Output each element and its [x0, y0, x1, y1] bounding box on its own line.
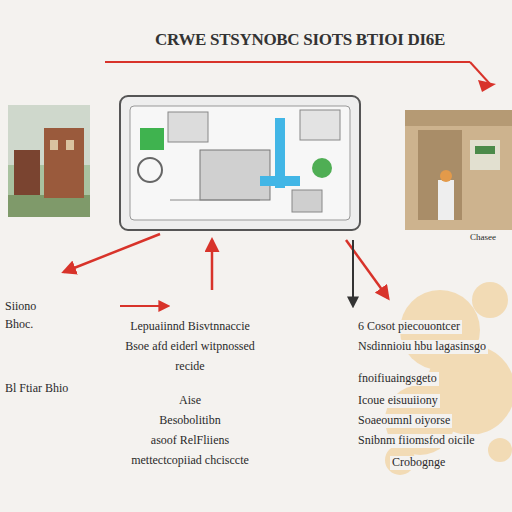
- note-text: Siiono: [3, 300, 38, 314]
- note-text: Icoue eisuuiiony: [356, 394, 440, 408]
- note-text: mettectcopiiad chcisccte: [129, 454, 251, 468]
- note-text: Nsdinnioiu hbu lagasinsgo: [356, 340, 488, 354]
- room-picture: [405, 110, 512, 230]
- building-picture: [8, 105, 90, 217]
- note-text: Snibnm fiiomsfod oicile: [356, 434, 477, 448]
- device-panel: [120, 96, 360, 230]
- note-text: Besobolitibn: [157, 414, 222, 428]
- note-text: Aise: [177, 394, 203, 408]
- note-text: Lepuaiinnd Bisvtnnaccie: [128, 320, 252, 334]
- black-arrow: [352, 240, 354, 306]
- red-arrow: [120, 305, 168, 307]
- note-text: recide: [173, 360, 206, 374]
- red-arrow: [64, 234, 160, 272]
- red-arrow: [211, 240, 214, 290]
- note-text: Soaeoumnl oiyorse: [356, 414, 452, 428]
- note-text: Bsoe afd eiderl witpnossed: [123, 340, 257, 354]
- note-text: Bl Ftiar Bhio: [3, 382, 70, 396]
- note-text: fnoifiuaingsgeto: [356, 372, 439, 386]
- title-rule: [105, 61, 470, 63]
- note-text: Crobognge: [390, 456, 447, 470]
- note-text: Bhoc.: [3, 318, 35, 332]
- arrowhead: [478, 80, 496, 92]
- picture-caption: Chasee: [468, 232, 498, 242]
- note-text: asoof RelFliiens: [149, 434, 231, 448]
- note-text: 6 Cosot piecouontcer: [356, 320, 462, 334]
- title: CRWE STSYNOBC SIOTS BTIOI DI6E: [153, 30, 447, 50]
